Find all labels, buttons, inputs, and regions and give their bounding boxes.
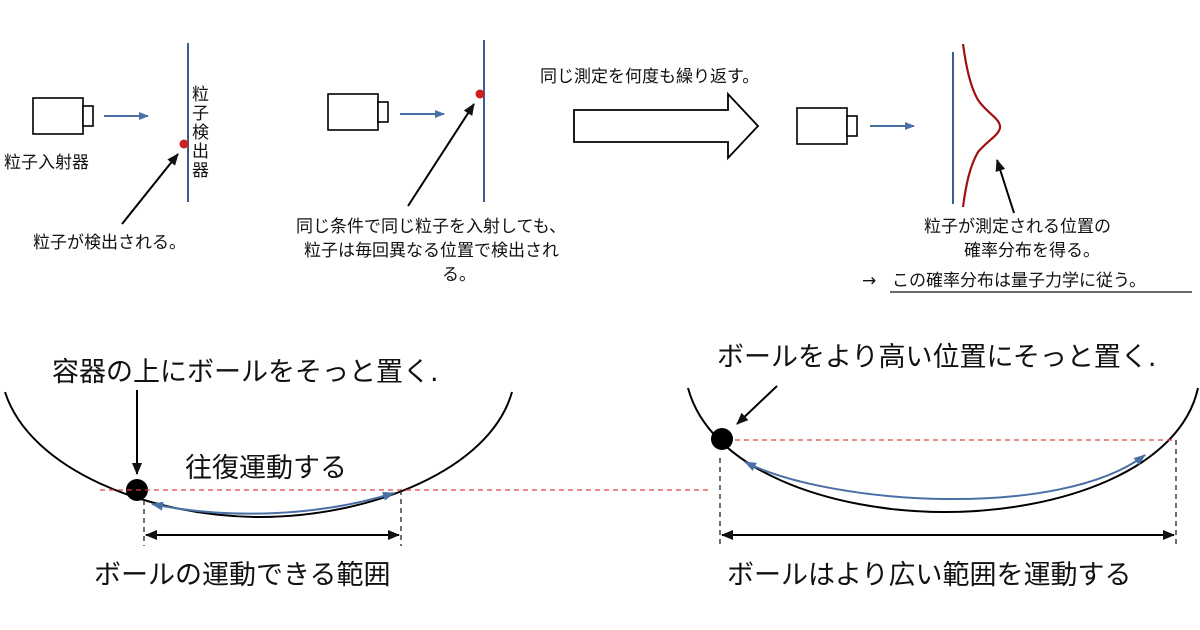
right-caption-line-1: 粒子が測定される位置の — [924, 217, 1111, 237]
conclusion-text: この確率分布は量子力学に従う。 — [892, 271, 1146, 291]
right-title-arrow — [736, 385, 778, 425]
emitter-1 — [32, 97, 94, 135]
particle-hit-1 — [179, 139, 189, 149]
left-motion-arrow — [151, 491, 395, 515]
middle-caption-line-2: 粒子は毎回異なる位置で検出され — [304, 241, 559, 261]
middle-caption-line-3: る。 — [442, 265, 476, 285]
left-bowl — [4, 391, 513, 519]
detector-label: 粒子検出器 — [188, 85, 209, 180]
right-caption-line-2: 確率分布を得る。 — [964, 241, 1100, 261]
particle-hit-2 — [475, 89, 485, 99]
pointer-arrow-3 — [995, 159, 1015, 214]
pointer-arrow-2 — [407, 103, 475, 207]
middle-caption-line-1: 同じ条件で同じ粒子を入射しても、 — [296, 217, 566, 237]
pointer-arrow-1 — [121, 153, 179, 225]
repeat-arrow — [573, 91, 760, 161]
emitter-label: 粒子入射器 — [4, 153, 89, 173]
emitter-3 — [796, 107, 858, 145]
emitter-2 — [327, 93, 389, 131]
left-title: 容器の上にボールをそっと置く. — [52, 357, 439, 388]
right-title: ボールをより高い位置にそっと置く. — [717, 342, 1157, 373]
conclusion-arrow: → — [862, 271, 876, 291]
right-bowl — [687, 387, 1199, 514]
right-range-label: ボールはより広い範囲を運動する — [727, 560, 1131, 591]
left-motion-label: 往復運動する — [185, 453, 347, 484]
left-range-label: ボールの運動できる範囲 — [94, 560, 390, 591]
right-ball — [711, 428, 733, 450]
probability-distribution-curve — [961, 43, 1002, 208]
right-motion-arrow — [744, 454, 1146, 501]
detected-label: 粒子が検出される。 — [33, 233, 186, 253]
repeat-label: 同じ測定を何度も繰り返す。 — [540, 67, 759, 87]
